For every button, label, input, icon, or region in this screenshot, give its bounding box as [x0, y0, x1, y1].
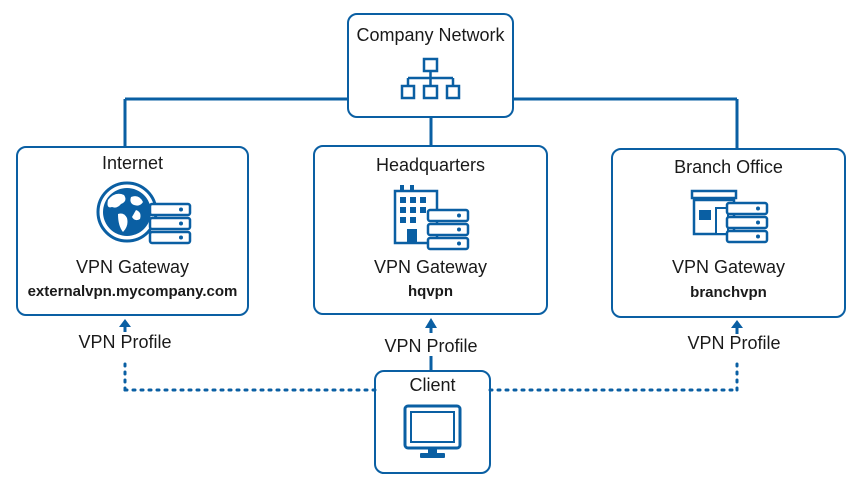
internet-vpn-profile-label: VPN Profile	[78, 332, 172, 352]
branch-office-title: Branch Office	[674, 157, 783, 177]
branch-gateway-label: VPN Gateway	[671, 257, 786, 277]
headquarters-title: Headquarters	[375, 155, 486, 175]
globe-server-icon	[96, 181, 192, 245]
office-building-server-icon	[393, 185, 470, 251]
headquarters-gateway-host: hqvpn	[408, 283, 453, 300]
headquarters-vpn-profile-label: VPN Profile	[384, 336, 478, 356]
storefront-server-icon	[690, 189, 769, 244]
headquarters-gateway-label: VPN Gateway	[373, 257, 488, 277]
monitor-icon	[403, 404, 462, 458]
internet-gateway-label: VPN Gateway	[75, 257, 190, 277]
company-network-title: Company Network	[356, 25, 505, 45]
client-title: Client	[409, 375, 456, 395]
internet-title: Internet	[101, 153, 164, 173]
client-connectors	[123, 358, 739, 392]
internet-gateway-host: externalvpn.mycompany.com	[27, 283, 238, 300]
network-hierarchy-icon	[400, 57, 461, 100]
profile-arrows	[119, 318, 743, 334]
branch-gateway-host: branchvpn	[690, 284, 767, 301]
branch-vpn-profile-label: VPN Profile	[687, 333, 781, 353]
